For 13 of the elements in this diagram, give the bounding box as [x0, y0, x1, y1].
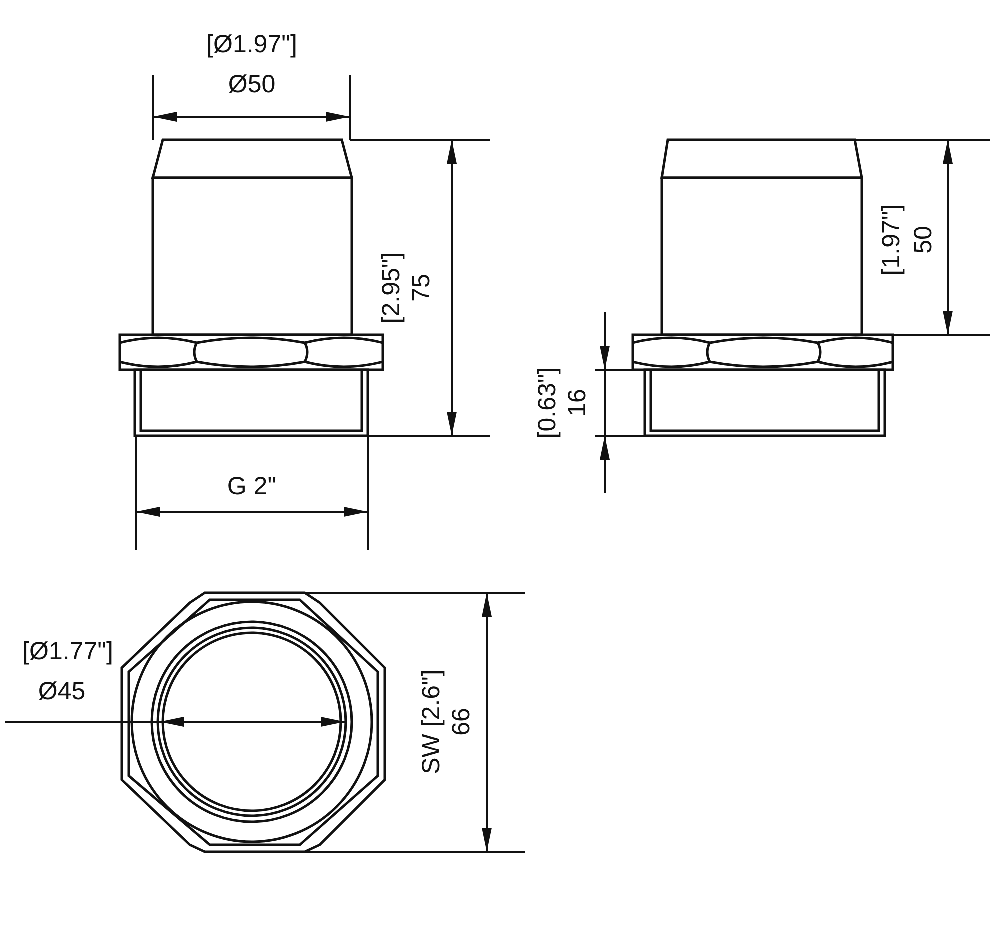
dimension-label: [1.97"] [880, 204, 904, 276]
dimension-label: 16 [566, 389, 590, 417]
dimension-label: SW [2.6"] [420, 670, 444, 774]
dimension-label: [Ø1.97"] [206, 32, 298, 58]
dimension-label: 75 [410, 274, 434, 302]
dimension-label: [0.63"] [536, 367, 560, 439]
dimension-label: Ø50 [228, 72, 276, 98]
dimension-label: [Ø1.77"] [22, 640, 114, 664]
dimension-label: 66 [450, 708, 474, 736]
dimension-label: G 2" [227, 474, 277, 500]
dimension-label: 50 [912, 226, 936, 254]
dimension-label: [2.95"] [380, 252, 404, 324]
dimension-label: Ø45 [38, 680, 86, 704]
